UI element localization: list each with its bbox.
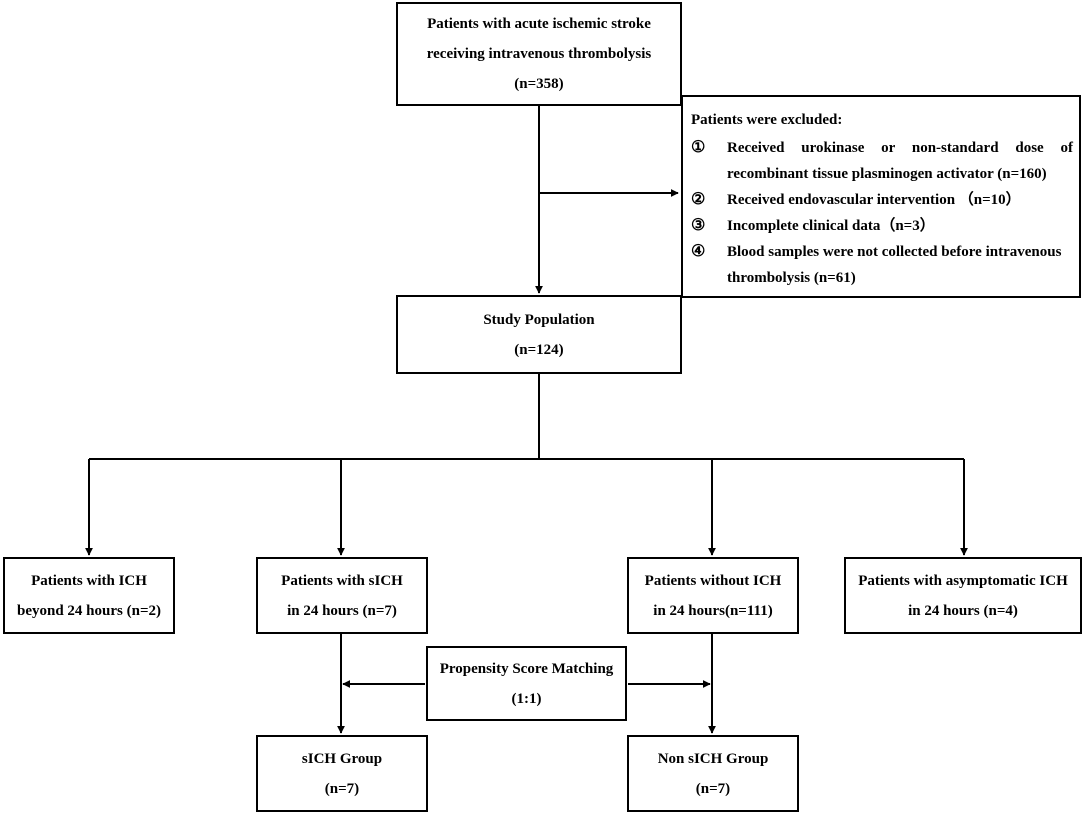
sich-line1: Patients with sICH [281, 572, 403, 589]
exclusion-header: Patients were excluded: [691, 112, 843, 128]
psm-line2: (1:1) [511, 690, 542, 707]
study-line2: (n=124) [514, 341, 564, 358]
asymptomatic-line2: in 24 hours (n=4) [908, 602, 1018, 619]
sich-group-line2: (n=7) [324, 780, 360, 797]
exclusion-text: Received urokinase or non-standard dose … [727, 140, 1073, 156]
exclusion-item: ③ Incomplete clinical data（n=3） [691, 213, 1073, 239]
without-ich-box: Patients without ICH in 24 hours(n=111) [627, 557, 799, 634]
study-line1: Study Population [483, 311, 595, 328]
ich-beyond-line2: beyond 24 hours (n=2) [17, 602, 161, 619]
exclusion-text: Received endovascular intervention （n=10… [727, 192, 1021, 208]
exclusion-text: Incomplete clinical data（n=3） [727, 218, 935, 234]
without-ich-line1: Patients without ICH [644, 572, 782, 589]
exclusion-item: ② Received endovascular intervention （n=… [691, 187, 1073, 213]
exclusion-number: ① [691, 139, 706, 156]
exclusion-number: ② [691, 191, 706, 208]
root-line3: (n=358) [514, 76, 564, 92]
exclusion-number: ③ [691, 217, 706, 234]
psm-box: Propensity Score Matching (1:1) [426, 646, 627, 721]
exclusion-number: ④ [691, 243, 706, 260]
asymptomatic-line1: Patients with asymptomatic ICH [858, 572, 1068, 589]
non-sich-group-line1: Non sICH Group [657, 750, 769, 767]
ich-beyond-box: Patients with ICH beyond 24 hours (n=2) [3, 557, 175, 634]
sich-group-line1: sICH Group [301, 750, 383, 767]
ich-beyond-line1: Patients with ICH [31, 572, 147, 589]
root-box: Patients with acute ischemic stroke rece… [396, 2, 682, 106]
root-line2: receiving intravenous thrombolysis [426, 46, 652, 62]
study-population-box: Study Population (n=124) [396, 295, 682, 374]
sich-group-box: sICH Group (n=7) [256, 735, 428, 812]
non-sich-group-line2: (n=7) [695, 780, 731, 797]
root-line1: Patients with acute ischemic stroke [427, 16, 651, 32]
without-ich-line2: in 24 hours(n=111) [653, 602, 773, 619]
asymptomatic-ich-box: Patients with asymptomatic ICH in 24 hou… [844, 557, 1082, 634]
exclusion-box: Patients were excluded: ① Received uroki… [681, 95, 1081, 298]
sich-line2: in 24 hours (n=7) [287, 602, 397, 619]
exclusion-item: ① Received urokinase or non-standard dos… [691, 135, 1073, 187]
sich-box: Patients with sICH in 24 hours (n=7) [256, 557, 428, 634]
exclusion-text: thrombolysis (n=61) [727, 270, 856, 286]
exclusion-text: recombinant tissue plasminogen activator… [727, 166, 1047, 182]
psm-line1: Propensity Score Matching [439, 660, 614, 677]
exclusion-text: Blood samples were not collected before … [727, 244, 1062, 260]
exclusion-item: ④ Blood samples were not collected befor… [691, 239, 1073, 291]
non-sich-group-box: Non sICH Group (n=7) [627, 735, 799, 812]
